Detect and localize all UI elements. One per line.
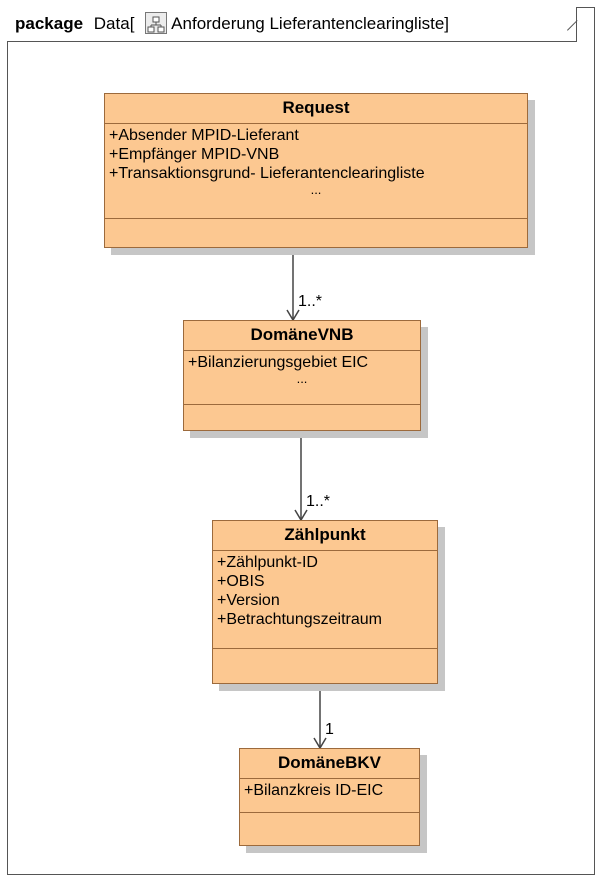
bracket-close: ] — [444, 14, 450, 33]
class-name: Request — [105, 94, 527, 124]
class-name: DomäneBKV — [240, 749, 419, 779]
attribute: +Bilanzkreis ID-EIC — [244, 782, 384, 799]
attribute-ellipsis: ... — [296, 371, 308, 386]
class-domaene-vnb[interactable]: DomäneVNB +Bilanzierungsgebiet EIC ... — [183, 320, 421, 431]
multiplicity-label: 1 — [325, 721, 334, 738]
operation-compartment — [213, 649, 437, 659]
diagram-title: Anforderung Lieferantenclearingliste — [171, 14, 445, 33]
attribute-compartment: +Absender MPID-Lieferant +Empfänger MPID… — [105, 124, 527, 219]
attribute: +Empfänger MPID-VNB — [109, 146, 280, 163]
attribute: +Betrachtungszeitraum — [217, 611, 382, 628]
bracket-open: [ — [129, 14, 135, 33]
attribute-compartment: +Bilanzierungsgebiet EIC ... — [184, 351, 420, 405]
class-request[interactable]: Request +Absender MPID-Lieferant +Empfän… — [104, 93, 528, 248]
attribute: +Bilanzierungsgebiet EIC — [188, 354, 369, 371]
attribute-compartment: +Zählpunkt-ID +OBIS +Version +Betrachtun… — [213, 551, 437, 649]
class-zaehlpunkt[interactable]: Zählpunkt +Zählpunkt-ID +OBIS +Version +… — [212, 520, 438, 684]
operation-compartment — [240, 813, 419, 823]
operation-compartment — [105, 219, 527, 229]
class-domaene-bkv[interactable]: DomäneBKV +Bilanzkreis ID-EIC — [239, 748, 420, 846]
package-header: package Data[ Anforderung Lieferantencle… — [7, 7, 577, 42]
attribute: +Version — [217, 592, 280, 609]
operation-compartment — [184, 405, 420, 415]
class-name: DomäneVNB — [184, 321, 420, 351]
multiplicity-label: 1..* — [298, 293, 323, 310]
attribute-ellipsis: ... — [310, 182, 322, 197]
class-diagram-icon — [145, 11, 168, 34]
attribute: +OBIS — [217, 573, 265, 590]
attribute: +Transaktionsgrund- Lieferantenclearingl… — [109, 165, 425, 182]
attribute-compartment: +Bilanzkreis ID-EIC — [240, 779, 419, 813]
package-keyword: package — [15, 14, 84, 33]
multiplicity-label: 1..* — [306, 493, 331, 510]
package-name: Data — [93, 14, 130, 33]
class-name: Zählpunkt — [213, 521, 437, 551]
attribute: +Absender MPID-Lieferant — [109, 127, 299, 144]
attribute: +Zählpunkt-ID — [217, 554, 318, 571]
